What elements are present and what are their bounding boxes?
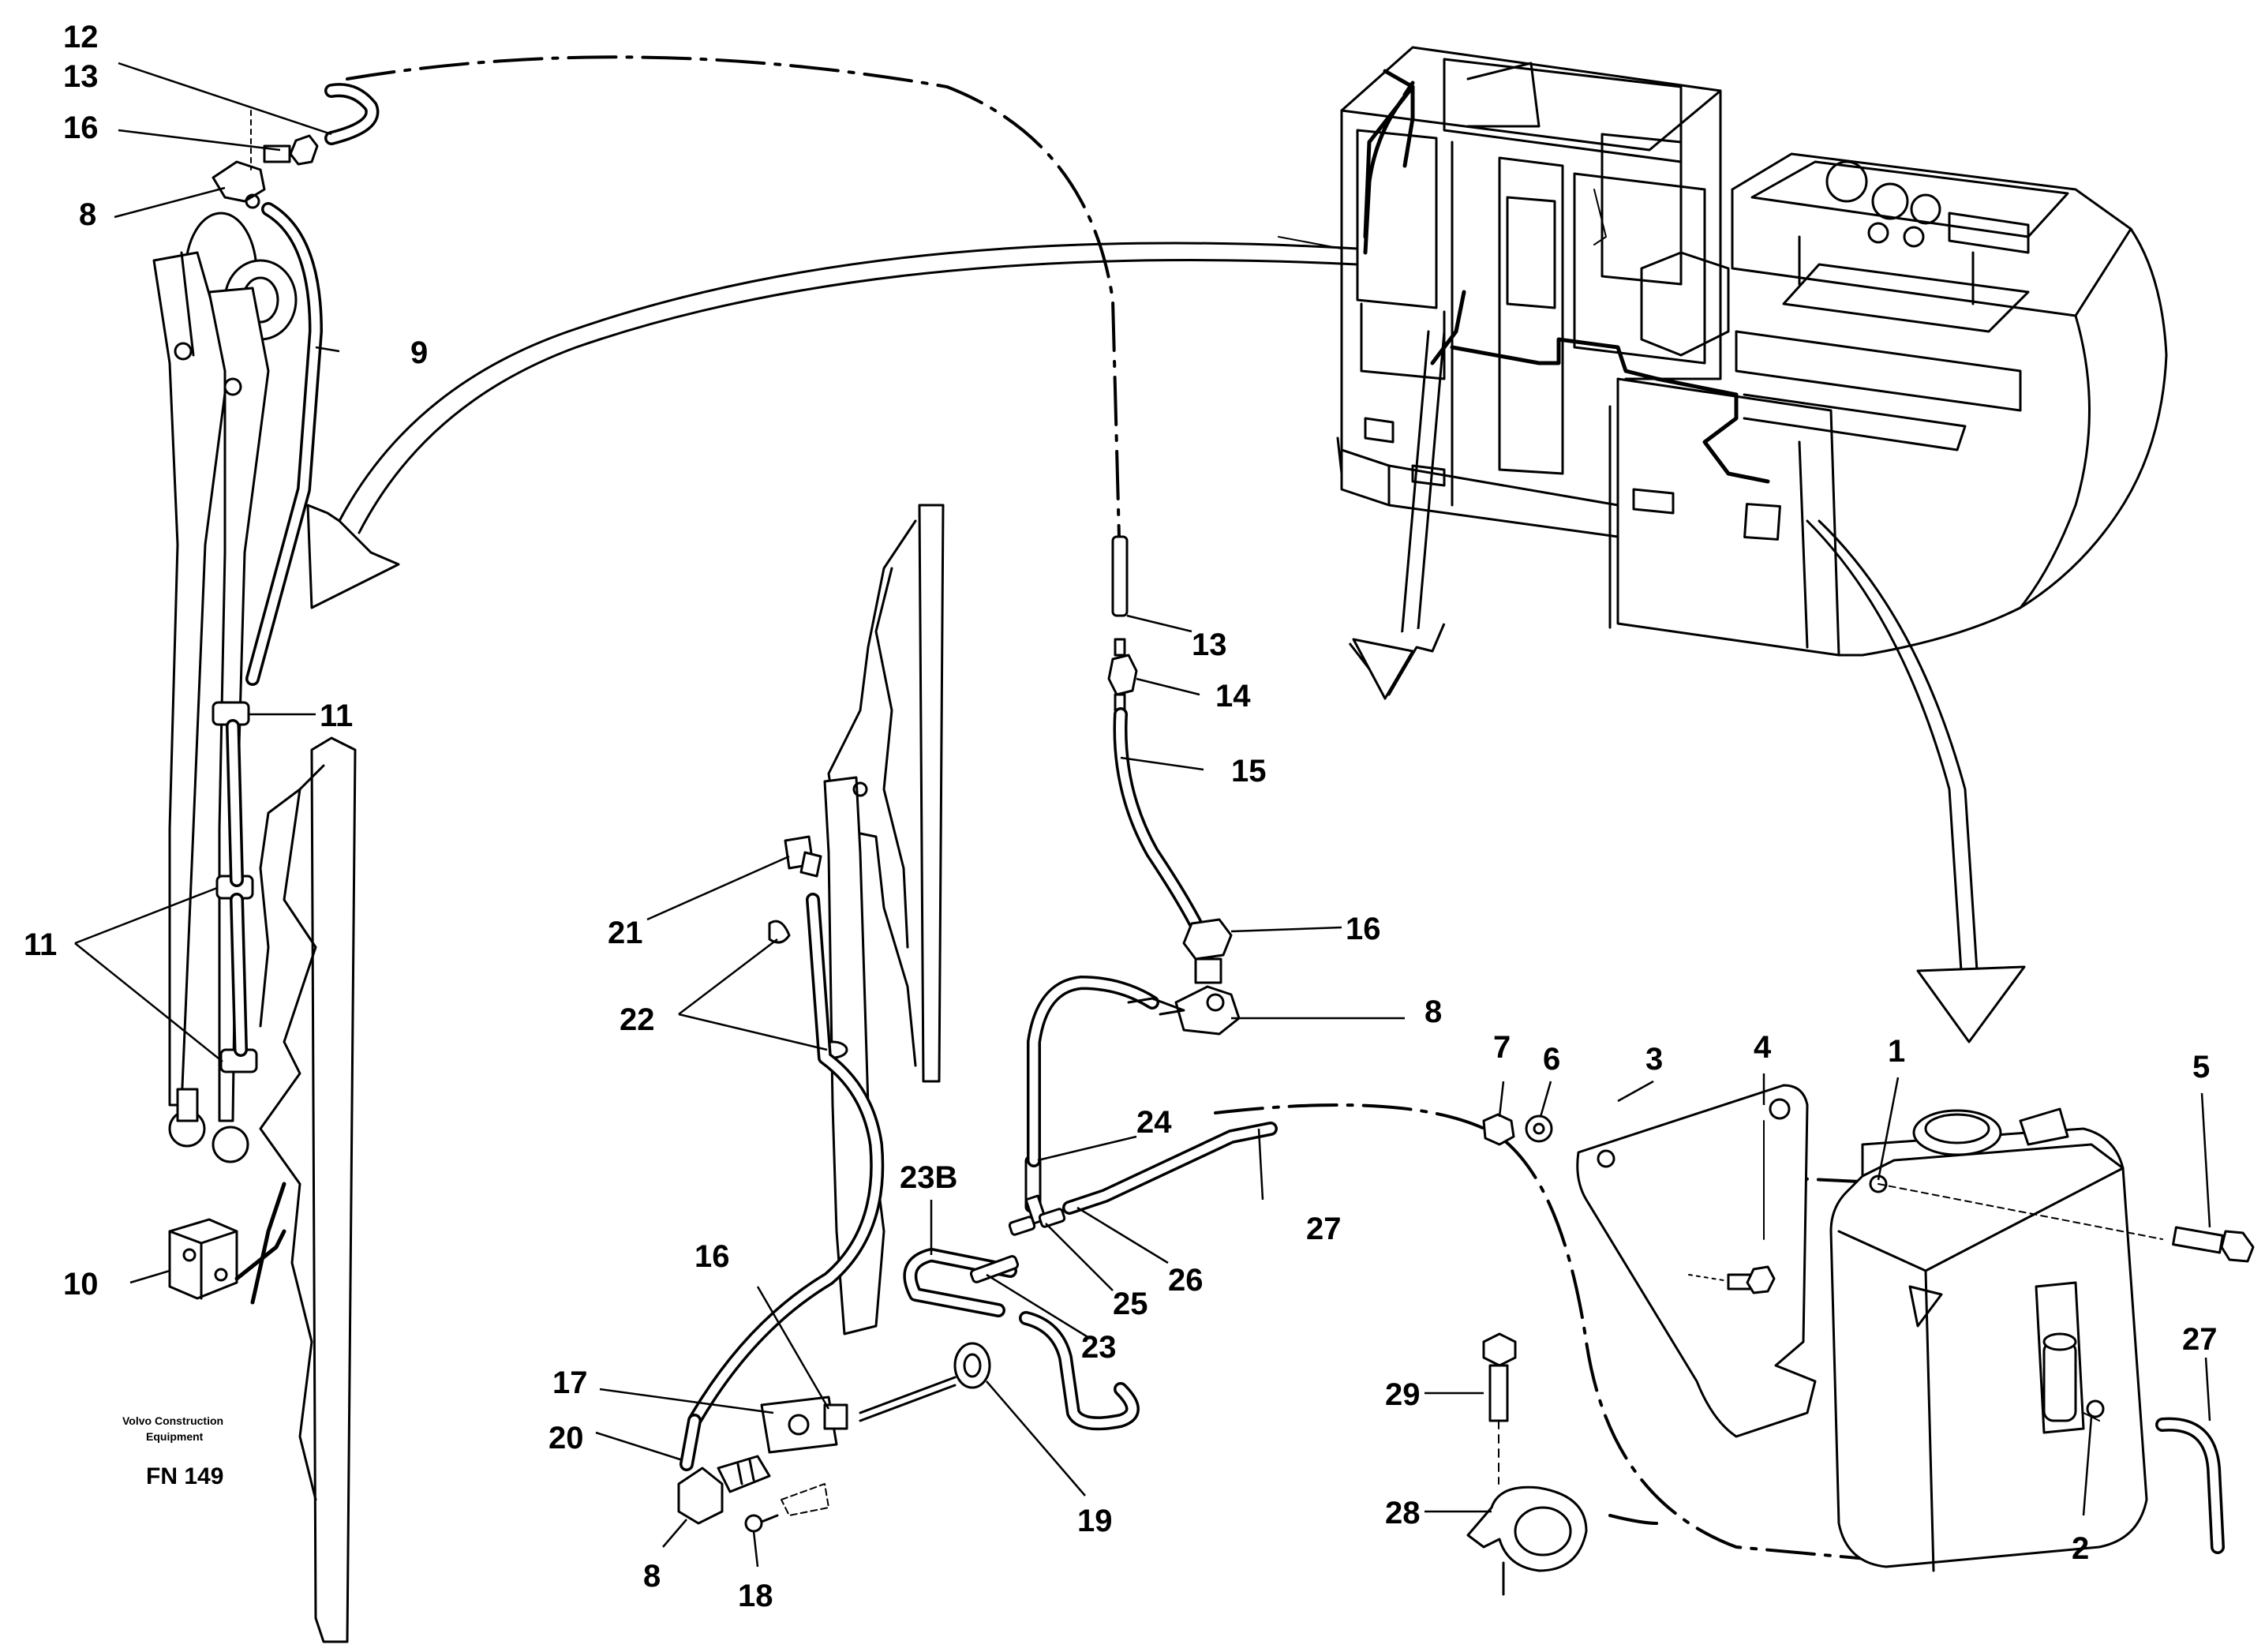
callout-13: 13: [63, 59, 99, 94]
callout-22: 22: [620, 1002, 655, 1037]
company-line-2: Equipment: [146, 1430, 204, 1443]
callout-leader-lines: [74, 62, 2211, 1568]
callout-19: 19: [1077, 1504, 1113, 1538]
callout-27: 27: [2182, 1322, 2218, 1357]
figure-code: FN 149: [146, 1463, 223, 1489]
callout-15: 15: [1231, 754, 1267, 789]
callout-27: 27: [1306, 1212, 1342, 1246]
callout-26: 26: [1168, 1263, 1204, 1298]
callout-18: 18: [738, 1579, 773, 1613]
callout-25: 25: [1113, 1287, 1148, 1321]
excavator-cab-illustration: [1278, 46, 2168, 657]
callout-8: 8: [1425, 995, 1442, 1029]
callout-29: 29: [1385, 1377, 1421, 1412]
callout-16: 16: [63, 111, 99, 145]
callout-28: 28: [1385, 1496, 1421, 1530]
callout-23: 23: [1081, 1330, 1117, 1365]
callout-16: 16: [694, 1239, 730, 1274]
callout-8: 8: [643, 1559, 661, 1594]
callout-10: 10: [63, 1267, 99, 1302]
callout-9: 9: [410, 335, 428, 370]
callout-12: 12: [63, 20, 99, 54]
callout-11: 11: [24, 927, 57, 962]
callout-5: 5: [2192, 1050, 2210, 1084]
callout-24: 24: [1136, 1105, 1172, 1140]
company-line-1: Volvo Construction: [122, 1414, 223, 1427]
callout-6: 6: [1543, 1042, 1560, 1077]
callout-labels: 12 13 16 8 9 11 11 10 13 14 15 16 8 21 2…: [24, 20, 2218, 1613]
callout-17: 17: [552, 1365, 588, 1400]
callout-23b: 23B: [900, 1160, 957, 1195]
callout-13: 13: [1192, 627, 1227, 662]
callout-21: 21: [608, 916, 643, 950]
callout-8: 8: [79, 197, 96, 232]
reference-arrows: [306, 242, 2026, 1043]
callout-2: 2: [2072, 1531, 2089, 1566]
figure-caption: Volvo Construction Equipment FN 149: [122, 1414, 223, 1489]
left-wiper-assembly: [152, 83, 380, 1643]
callout-16: 16: [1346, 912, 1381, 946]
washer-tank-and-bracket: [1466, 1084, 2255, 1596]
callout-20: 20: [548, 1421, 584, 1455]
callout-1: 1: [1888, 1034, 1905, 1069]
middle-hose-and-fitting: [1107, 535, 1241, 1036]
callout-4: 4: [1754, 1030, 1772, 1065]
callout-11: 11: [320, 699, 353, 733]
callout-7: 7: [1493, 1030, 1511, 1065]
callout-3: 3: [1645, 1042, 1663, 1077]
callout-14: 14: [1215, 679, 1251, 714]
center-wiper-assembly: [677, 504, 1278, 1533]
